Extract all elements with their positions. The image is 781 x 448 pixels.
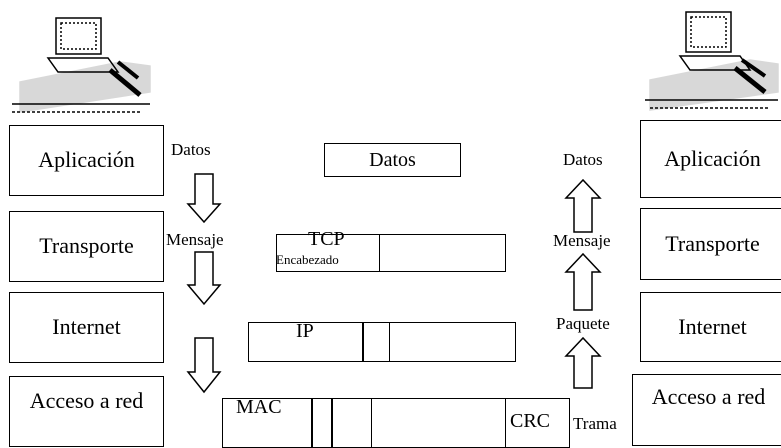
right-computer-icon — [645, 12, 778, 110]
right-label-datos: Datos — [563, 150, 603, 170]
right-label-trama: Trama — [573, 414, 617, 434]
down-arrow-icon — [188, 174, 220, 222]
left-layer-transporte: Transporte — [9, 211, 164, 282]
right-layer-transporte: Transporte — [640, 208, 781, 280]
left-layer-internet: Internet — [9, 292, 164, 363]
crc-label: CRC — [510, 410, 550, 433]
right-layer-aplicacion: Aplicación — [640, 120, 781, 198]
ip-tcp-header — [363, 322, 390, 362]
tcp-sublabel: Encabezado — [276, 253, 339, 266]
down-arrow-icon — [188, 338, 220, 392]
left-label-datos: Datos — [171, 140, 211, 160]
right-label-paquete: Paquete — [556, 314, 610, 334]
left-label-mensaje: Mensaje — [166, 230, 224, 250]
right-layer-internet: Internet — [640, 292, 781, 362]
down-arrow-icon — [188, 252, 220, 304]
right-layer-acceso-red: Acceso a red — [632, 374, 781, 446]
up-arrow-icon — [566, 254, 600, 310]
ip-label: IP — [296, 320, 314, 343]
up-arrow-icon — [566, 180, 600, 232]
left-down-arrows — [188, 174, 220, 392]
right-up-arrows — [566, 180, 600, 388]
right-label-mensaje: Mensaje — [553, 231, 611, 251]
center-datos-box: Datos — [324, 143, 461, 177]
left-computer-icon — [12, 18, 150, 112]
left-layer-acceso-red: Acceso a red — [9, 376, 164, 447]
up-arrow-icon — [566, 338, 600, 388]
left-layer-aplicacion: Aplicación — [9, 125, 164, 196]
tcp-label: TCP — [308, 228, 345, 251]
mac-label: MAC — [236, 396, 282, 419]
